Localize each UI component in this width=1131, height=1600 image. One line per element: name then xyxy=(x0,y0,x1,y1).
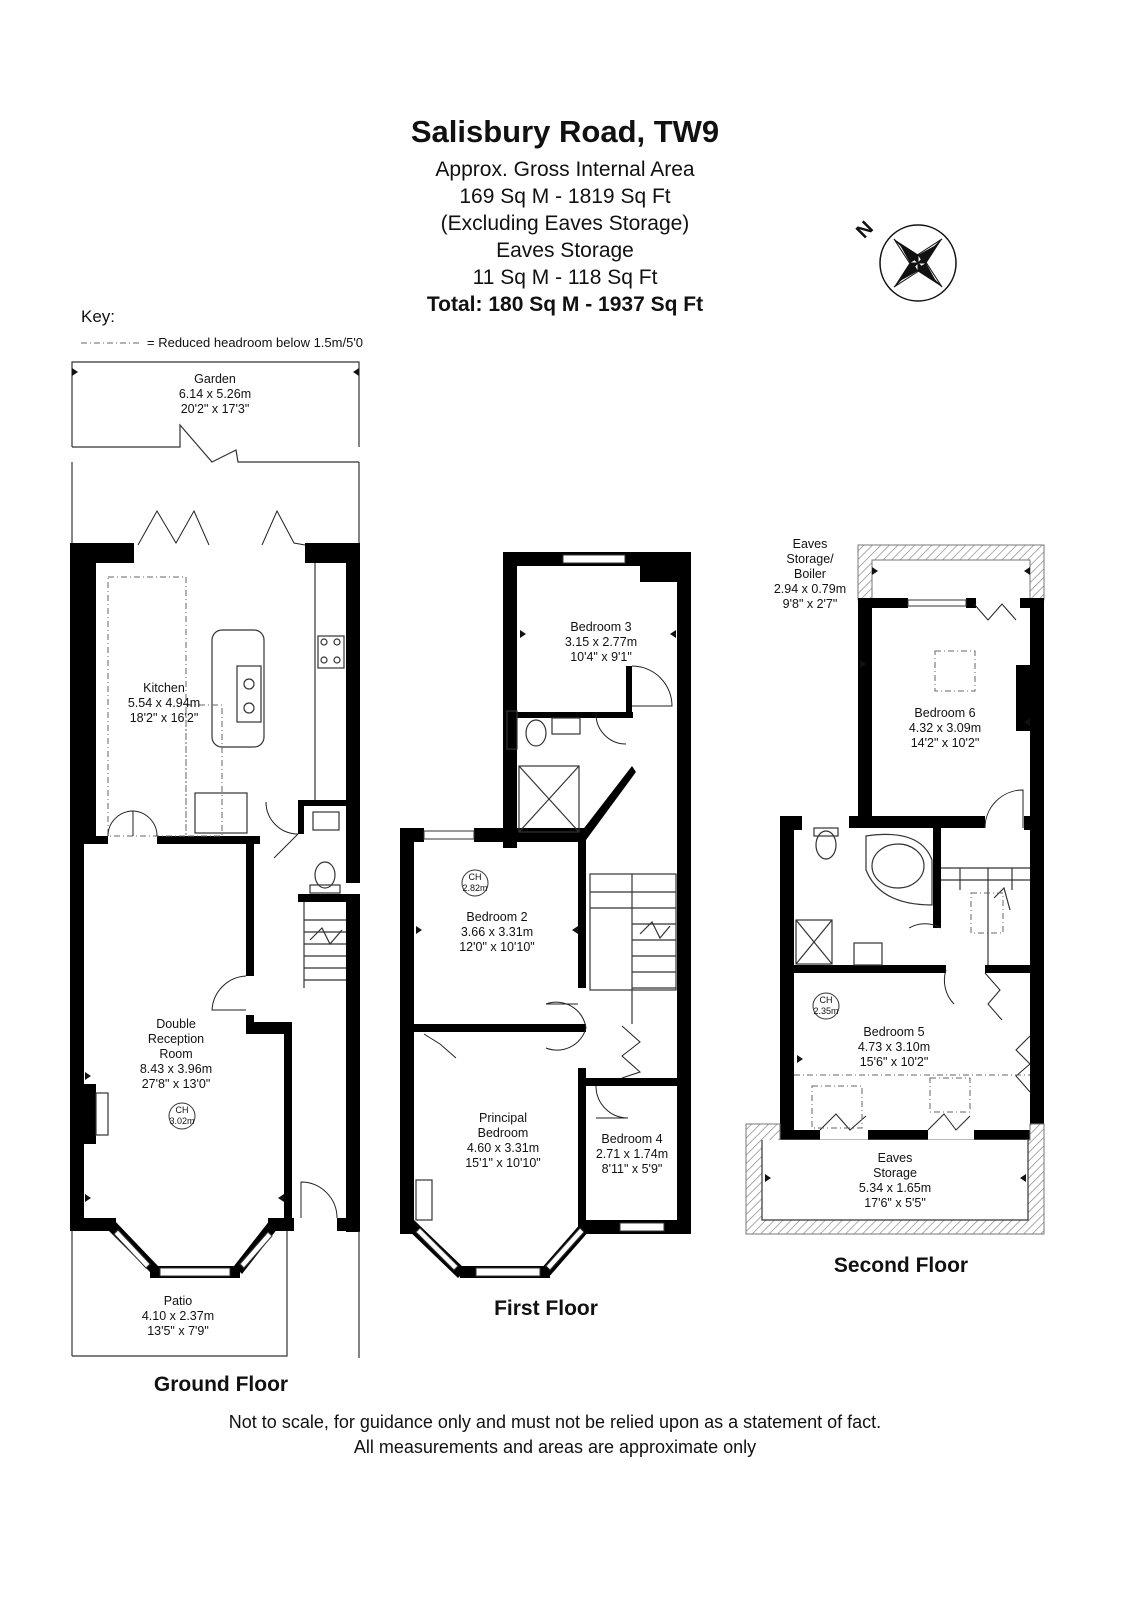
reception-name-1: Double xyxy=(156,1017,196,1031)
eaves-label: Eaves Storage xyxy=(496,239,634,262)
second-floor xyxy=(745,544,1045,1235)
svg-text:9'8" x 2'7": 9'8" x 2'7" xyxy=(783,597,838,611)
svg-text:2.35m: 2.35m xyxy=(813,1006,838,1016)
garden-area xyxy=(71,361,360,545)
svg-text:Eaves: Eaves xyxy=(793,537,828,551)
patio-label: Patio 4.10 x 2.37m 13'5" x 7'9" xyxy=(142,1294,214,1338)
key-title: Key: xyxy=(81,307,115,326)
svg-text:Principal: Principal xyxy=(479,1111,527,1125)
kitchen-metric: 5.54 x 4.94m xyxy=(128,696,200,710)
legend: Key: = Reduced headroom below 1.5m/5'0 xyxy=(81,307,363,350)
kitchen-imperial: 18'2" x 16'2" xyxy=(130,711,199,725)
svg-text:2.94 x 0.79m: 2.94 x 0.79m xyxy=(774,582,846,596)
svg-text:CH: CH xyxy=(176,1105,189,1115)
compass-north-label: N xyxy=(852,217,878,243)
svg-text:Bedroom 2: Bedroom 2 xyxy=(466,910,527,924)
svg-text:Storage/: Storage/ xyxy=(786,552,834,566)
eaves-area: 11 Sq M - 118 Sq Ft xyxy=(473,266,658,289)
kitchen-name: Kitchen xyxy=(143,681,185,695)
svg-text:4.60 x 3.31m: 4.60 x 3.31m xyxy=(467,1141,539,1155)
garden-imperial: 20'2" x 17'3" xyxy=(181,402,250,416)
first-floor-title: First Floor xyxy=(494,1297,598,1320)
svg-text:2.71 x 1.74m: 2.71 x 1.74m xyxy=(596,1147,668,1161)
svg-text:CH: CH xyxy=(820,995,833,1005)
svg-text:Eaves: Eaves xyxy=(878,1151,913,1165)
ground-floor-title: Ground Floor xyxy=(154,1373,288,1396)
second-floor-title: Second Floor xyxy=(834,1254,968,1277)
svg-text:CH: CH xyxy=(469,872,482,882)
area-exclusion: (Excluding Eaves Storage) xyxy=(441,212,690,235)
reception-name-2: Reception xyxy=(148,1032,204,1046)
key-item-label: = Reduced headroom below 1.5m/5'0 xyxy=(147,335,363,350)
reception-name-3: Room xyxy=(159,1047,192,1061)
bedroom-6-label: Bedroom 6 4.32 x 3.09m 14'2" x 10'2" xyxy=(909,706,981,750)
svg-text:8'11" x 5'9": 8'11" x 5'9" xyxy=(602,1162,663,1176)
svg-text:Boiler: Boiler xyxy=(794,567,826,581)
principal-bedroom-label: Principal Bedroom 4.60 x 3.31m 15'1" x 1… xyxy=(465,1111,541,1170)
svg-text:3.66 x 3.31m: 3.66 x 3.31m xyxy=(461,925,533,939)
first-floor xyxy=(400,552,691,1278)
svg-text:14'2" x 10'2": 14'2" x 10'2" xyxy=(911,736,980,750)
svg-text:4.73 x 3.10m: 4.73 x 3.10m xyxy=(858,1040,930,1054)
eaves-boiler-label: Eaves Storage/ Boiler 2.94 x 0.79m 9'8" … xyxy=(774,537,846,611)
svg-text:Bedroom 4: Bedroom 4 xyxy=(601,1132,662,1146)
svg-text:Bedroom 6: Bedroom 6 xyxy=(914,706,975,720)
svg-text:3.02m: 3.02m xyxy=(169,1116,194,1126)
svg-text:Storage: Storage xyxy=(873,1166,917,1180)
plan-title: Salisbury Road, TW9 xyxy=(411,114,719,149)
area-main: 169 Sq M - 1819 Sq Ft xyxy=(459,185,670,208)
garden-label: Garden 6.14 x 5.26m 20'2" x 17'3" xyxy=(179,372,251,416)
disclaimer-line-1: Not to scale, for guidance only and must… xyxy=(229,1412,881,1432)
bedroom-4-label: Bedroom 4 2.71 x 1.74m 8'11" x 5'9" xyxy=(596,1132,668,1176)
garden-metric: 6.14 x 5.26m xyxy=(179,387,251,401)
svg-text:2.82m: 2.82m xyxy=(462,883,487,893)
reception-imperial: 27'8" x 13'0" xyxy=(142,1077,211,1091)
svg-text:15'1" x 10'10": 15'1" x 10'10" xyxy=(465,1156,541,1170)
ceiling-height-badge: CH 3.02m xyxy=(168,1102,196,1130)
reception-metric: 8.43 x 3.96m xyxy=(140,1062,212,1076)
bedroom-5-label: Bedroom 5 4.73 x 3.10m 15'6" x 10'2" xyxy=(858,1025,930,1069)
svg-text:15'6" x 10'2": 15'6" x 10'2" xyxy=(860,1055,929,1069)
total-area: Total: 180 Sq M - 1937 Sq Ft xyxy=(427,293,703,316)
ground-floor xyxy=(70,361,360,1358)
svg-text:10'4" x 9'1": 10'4" x 9'1" xyxy=(570,650,632,664)
svg-text:3.15 x 2.77m: 3.15 x 2.77m xyxy=(565,635,637,649)
header: Salisbury Road, TW9 Approx. Gross Intern… xyxy=(411,114,719,316)
svg-text:Bedroom 3: Bedroom 3 xyxy=(570,620,631,634)
compass-icon xyxy=(879,224,957,302)
area-label: Approx. Gross Internal Area xyxy=(435,158,694,181)
ceiling-height-badge: CH 2.35m xyxy=(812,992,840,1020)
patio-name: Patio xyxy=(164,1294,193,1308)
svg-text:Bedroom: Bedroom xyxy=(478,1126,529,1140)
ceiling-height-badge: CH 2.82m xyxy=(461,869,489,897)
svg-text:Bedroom 5: Bedroom 5 xyxy=(863,1025,924,1039)
disclaimer-line-2: All measurements and areas are approxima… xyxy=(354,1437,756,1457)
svg-text:12'0" x 10'10": 12'0" x 10'10" xyxy=(459,940,535,954)
svg-text:17'6" x 5'5": 17'6" x 5'5" xyxy=(864,1196,926,1210)
garden-name: Garden xyxy=(194,372,236,386)
kitchen-label: Kitchen 5.54 x 4.94m 18'2" x 16'2" xyxy=(128,681,200,725)
bedroom-3-label: Bedroom 3 3.15 x 2.77m 10'4" x 9'1" xyxy=(565,620,637,664)
svg-text:4.32 x 3.09m: 4.32 x 3.09m xyxy=(909,721,981,735)
patio-metric: 4.10 x 2.37m xyxy=(142,1309,214,1323)
eaves-storage-label: Eaves Storage 5.34 x 1.65m 17'6" x 5'5" xyxy=(859,1151,931,1210)
bedroom-2-label: Bedroom 2 3.66 x 3.31m 12'0" x 10'10" xyxy=(459,910,535,954)
reception-label: Double Reception Room 8.43 x 3.96m 27'8"… xyxy=(140,1017,212,1091)
patio-imperial: 13'5" x 7'9" xyxy=(147,1324,209,1338)
svg-text:5.34 x 1.65m: 5.34 x 1.65m xyxy=(859,1181,931,1195)
